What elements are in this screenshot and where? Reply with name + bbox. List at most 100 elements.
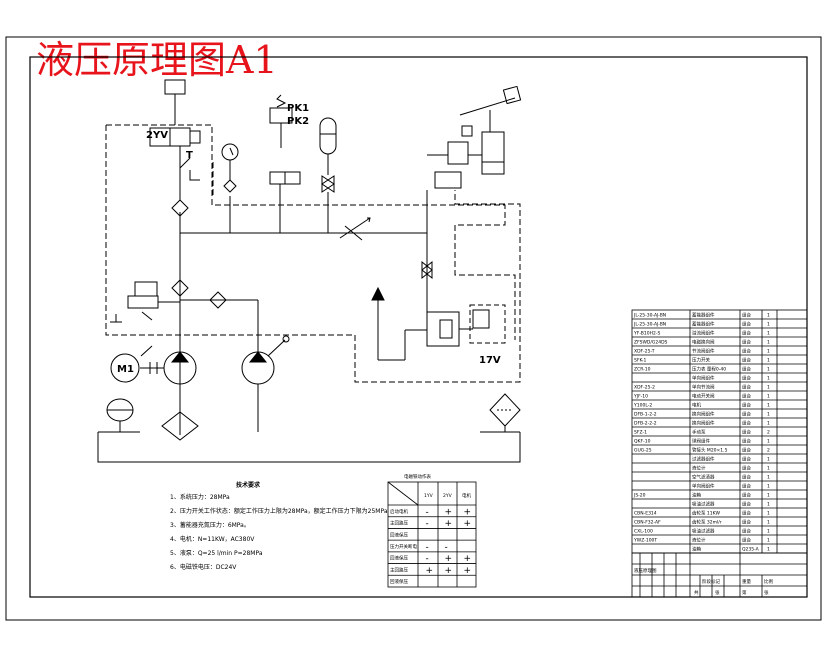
part-qty: 2 — [767, 447, 770, 453]
part-material: 组合 — [742, 455, 751, 462]
tech-item: 5、液泵：Q=25 l/min P=28MPa — [170, 549, 263, 557]
drain-line — [105, 125, 521, 383]
reservoir — [97, 432, 521, 463]
part-material: 组合 — [742, 446, 751, 453]
action-row-label: 回液保压 — [390, 531, 408, 538]
part-qty: 1 — [767, 339, 770, 345]
title-block-foot: 张 — [715, 589, 720, 596]
part-qty: 1 — [767, 537, 770, 543]
title-block-foot: 共 — [694, 589, 699, 596]
part-qty: 1 — [767, 546, 770, 552]
part-qty: 1 — [767, 474, 770, 480]
part-material: 组合 — [742, 536, 751, 543]
action-cell: + — [464, 507, 472, 517]
part-name: 过滤器组件 — [692, 455, 715, 462]
part-name: 油箱 — [692, 545, 701, 552]
part-material: 组合 — [742, 374, 751, 381]
part-name: 齿轮泵 32ml/r — [692, 518, 722, 525]
part-qty: 1 — [767, 366, 770, 372]
top-valve — [164, 79, 186, 95]
part-code: YF-B10H2-S — [633, 330, 660, 336]
part-material: 组合 — [742, 311, 751, 318]
part-material: 组合 — [742, 356, 751, 363]
part-material: 组合 — [742, 464, 751, 471]
part-name: 蓄能器组件 — [692, 320, 715, 327]
tech-requirements: 技术要求 1、系统压力：28MPa 2、压力开关工作状态：额定工作压力上限为28… — [170, 481, 388, 571]
label-m1: M1 — [117, 364, 134, 375]
part-material: 组合 — [742, 527, 751, 534]
part-material: 组合 — [742, 428, 751, 435]
part-qty: 1 — [767, 528, 770, 534]
check-valve — [209, 291, 227, 309]
relief-valve-17v — [469, 304, 506, 344]
part-qty: 1 — [767, 348, 770, 354]
tech-item: 6、电磁铁电压：DC24V — [170, 563, 237, 571]
part-code: YWZ-100T — [633, 537, 657, 543]
part-code: CXL-100 — [634, 528, 653, 534]
part-name: 蓄能器组件 — [692, 311, 715, 318]
part-name: 吸油过滤器 — [692, 500, 715, 507]
page-title: 液压原理图A1 — [36, 38, 278, 82]
part-code: JL-25-30-AJ-BN — [633, 312, 666, 318]
part-name: 液位计 — [692, 536, 706, 543]
action-row-label: 主回路压 — [390, 520, 408, 527]
part-name: 管接头 M20×1.5 — [692, 446, 728, 453]
part-material: 组合 — [742, 419, 751, 426]
part-name: 节流阀组件 — [692, 347, 715, 354]
action-cell: + — [445, 507, 453, 517]
motor-symbol — [110, 353, 140, 383]
action-table-header: 电机 — [462, 492, 471, 499]
part-qty: 1 — [767, 357, 770, 363]
label-17v: 17V — [479, 355, 501, 366]
action-table-header: 2YV — [443, 493, 453, 499]
part-name: 压力表 量程0-40 — [692, 365, 726, 372]
label-2yv: 2YV — [146, 130, 168, 141]
part-code: SFZ-1 — [634, 429, 647, 435]
part-name: 换向阀组件 — [692, 419, 715, 426]
part-material: 组合 — [742, 347, 751, 354]
part-name: 单向阀组件 — [692, 374, 715, 381]
part-name: 吸油过滤器 — [692, 527, 715, 534]
part-qty: 1 — [767, 456, 770, 462]
part-material: 组合 — [742, 401, 751, 408]
part-code: XDF-25-T — [634, 348, 655, 354]
part-qty: 1 — [767, 519, 770, 525]
part-qty: 1 — [767, 420, 770, 426]
part-name: 溢流阀组件 — [692, 329, 715, 336]
tech-item: 1、系统压力：28MPa — [170, 493, 230, 501]
part-code: JL-25-30-AJ-BN — [633, 321, 666, 327]
part-qty: 1 — [767, 438, 770, 444]
action-row-label: 压力开关断电 — [390, 543, 417, 550]
part-material: 组合 — [742, 491, 751, 498]
title-block-scale: 比例 — [764, 578, 773, 585]
part-name: 空气滤清器 — [692, 473, 715, 480]
part-qty: 1 — [767, 465, 770, 471]
part-material: Q235-A — [742, 546, 760, 552]
label-pk2: PK2 — [287, 116, 309, 127]
part-name: 油箱 — [692, 491, 701, 498]
pressure-gauge — [221, 143, 239, 161]
title-block-weight: 重量 — [742, 578, 751, 585]
action-row-label: 回液保压 — [390, 578, 408, 585]
part-material: 组合 — [742, 320, 751, 327]
part-qty: 1 — [767, 402, 770, 408]
action-cell: - — [426, 507, 429, 517]
part-name: 电磁换向阀 — [692, 338, 715, 345]
part-qty: 1 — [767, 483, 770, 489]
action-row-label: 主回路压 — [390, 566, 408, 573]
label-t: T — [186, 150, 193, 161]
part-code: DFB-2-2-2 — [634, 420, 657, 426]
part-code: CBN-E314 — [634, 510, 657, 516]
title-block-foot: 第 — [742, 589, 747, 596]
part-qty: 1 — [767, 321, 770, 327]
part-code: SFK-1 — [634, 357, 647, 363]
part-material: 组合 — [742, 329, 751, 336]
part-name: 单向节流阀 — [692, 383, 715, 390]
outer-border — [5, 36, 822, 621]
part-material: 组合 — [742, 509, 751, 516]
action-cell: + — [464, 566, 472, 576]
